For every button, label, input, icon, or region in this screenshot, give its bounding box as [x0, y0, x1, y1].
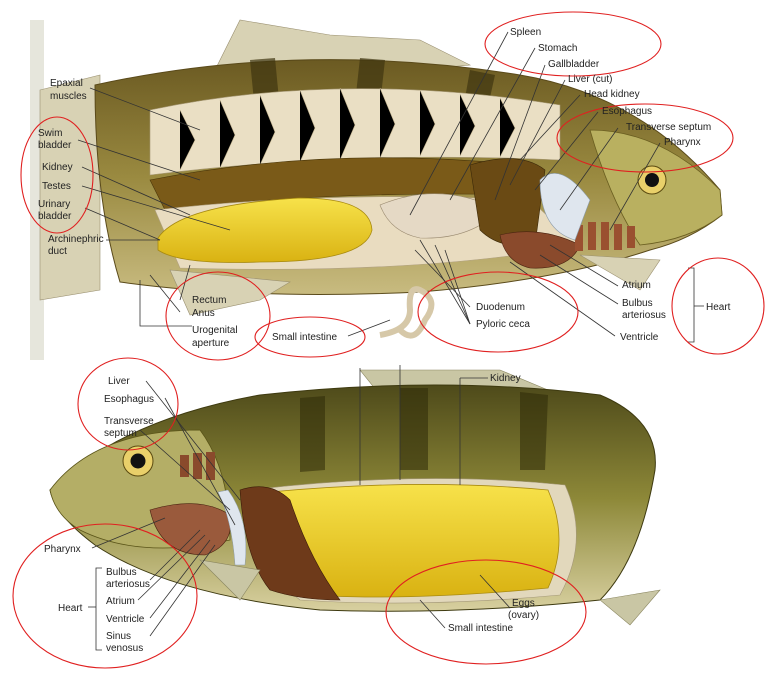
label-spleen: Spleen [510, 27, 541, 38]
label-sinus-venosus-1: Sinus [106, 631, 131, 642]
bottom-heart [149, 503, 232, 556]
label-transverse-septum-top: Transverse septum [626, 122, 711, 133]
highlight-swim-kidney [20, 116, 94, 234]
label-heart-bottom: Heart [58, 603, 83, 614]
label-bulbus-bottom-2: arteriosus [106, 579, 150, 590]
label-urinary-bladder-1: Urinary [38, 199, 70, 210]
label-small-intestine-top: Small intestine [272, 332, 337, 343]
label-kidney-top: Kidney [42, 162, 73, 173]
label-eggs-2: (ovary) [508, 610, 539, 621]
label-archinephric-1: Archinephric [48, 234, 104, 245]
skin-stripe [400, 388, 428, 470]
highlight-circles [12, 11, 765, 669]
tail-fin [39, 74, 101, 301]
leader-lines [77, 31, 704, 651]
label-liver-bottom: Liver [108, 376, 130, 387]
label-atrium-bottom: Atrium [106, 596, 135, 607]
label-gallbladder: Gallbladder [548, 59, 600, 70]
highlight-eggs [385, 559, 587, 665]
bottom-gills [180, 452, 215, 480]
label-esophagus-top: Esophagus [602, 106, 652, 117]
label-head-kidney: Head kidney [584, 89, 640, 100]
highlight-heart-bottom [12, 523, 198, 669]
label-pharynx-top: Pharynx [664, 137, 701, 148]
highlight-septum-pharynx [556, 103, 734, 173]
label-epaxial-2: muscles [50, 91, 87, 102]
label-swim-bladder-2: bladder [38, 140, 72, 151]
label-transverse-septum-bottom-1: Transverse [104, 416, 154, 427]
small-intestine-loop [379, 286, 435, 339]
label-ventricle-bottom: Ventricle [106, 614, 145, 625]
label-liver-cut: Liver (cut) [568, 74, 612, 85]
top-fish [30, 19, 723, 360]
bottom-fish-labels: Liver Esophagus Transverse septum Kidney… [44, 373, 539, 654]
label-transverse-septum-bottom-2: septum [104, 428, 137, 439]
highlight-small-intestine [254, 316, 366, 358]
label-kidney-bottom: Kidney [490, 373, 521, 384]
muscle-chevrons [179, 87, 516, 171]
label-rectum: Rectum [192, 295, 226, 306]
bottom-liver [239, 486, 341, 601]
gill-arches [575, 222, 635, 251]
highlight-spleen-stomach [484, 11, 662, 77]
highlight-duodenum [417, 271, 579, 353]
label-pyloric-ceca: Pyloric ceca [476, 319, 530, 330]
highlight-heart-top [671, 257, 765, 355]
label-esophagus-bottom: Esophagus [104, 394, 154, 405]
label-eggs-1: Eggs [512, 598, 535, 609]
label-ventricle-top: Ventricle [620, 332, 659, 343]
label-stomach: Stomach [538, 43, 577, 54]
label-small-intestine-bottom: Small intestine [448, 623, 513, 634]
label-pharynx-bottom: Pharynx [44, 544, 81, 555]
top-fish-pupil [645, 173, 659, 187]
liver-cut [469, 158, 546, 247]
skin-stripe [520, 392, 548, 470]
top-heart [499, 231, 581, 269]
label-duodenum: Duodenum [476, 302, 525, 313]
bottom-fish [49, 369, 661, 626]
label-bulbus-top-2: arteriosus [622, 310, 666, 321]
anal-fin [169, 269, 291, 316]
skin-stripe [300, 396, 325, 472]
label-urogenital-1: Urogenital [192, 325, 238, 336]
highlight-rectum-anus [165, 271, 271, 361]
bottom-pelvic-fin [199, 559, 261, 601]
label-swim-bladder-1: Swim [38, 128, 62, 139]
label-archinephric-2: duct [48, 246, 67, 257]
label-bulbus-top-1: Bulbus [622, 298, 653, 309]
top-fish-labels: Epaxial muscles Swim bladder Kidney Test… [38, 27, 731, 349]
transverse-septum [539, 173, 591, 241]
label-testes: Testes [42, 181, 71, 192]
label-urogenital-2: aperture [192, 338, 230, 349]
label-urinary-bladder-2: bladder [38, 211, 72, 222]
label-bulbus-bottom-1: Bulbus [106, 567, 137, 578]
label-sinus-venosus-2: venosus [106, 643, 143, 654]
label-heart-top: Heart [706, 302, 731, 313]
testes [157, 197, 373, 263]
bottom-anal-fin [599, 589, 661, 626]
highlight-liver-esophagus [77, 357, 179, 451]
bottom-fish-pupil [130, 453, 146, 469]
label-epaxial-1: Epaxial [50, 78, 83, 89]
label-anus: Anus [192, 308, 215, 319]
label-atrium-top: Atrium [622, 280, 651, 291]
pelvic-fin [579, 254, 661, 291]
